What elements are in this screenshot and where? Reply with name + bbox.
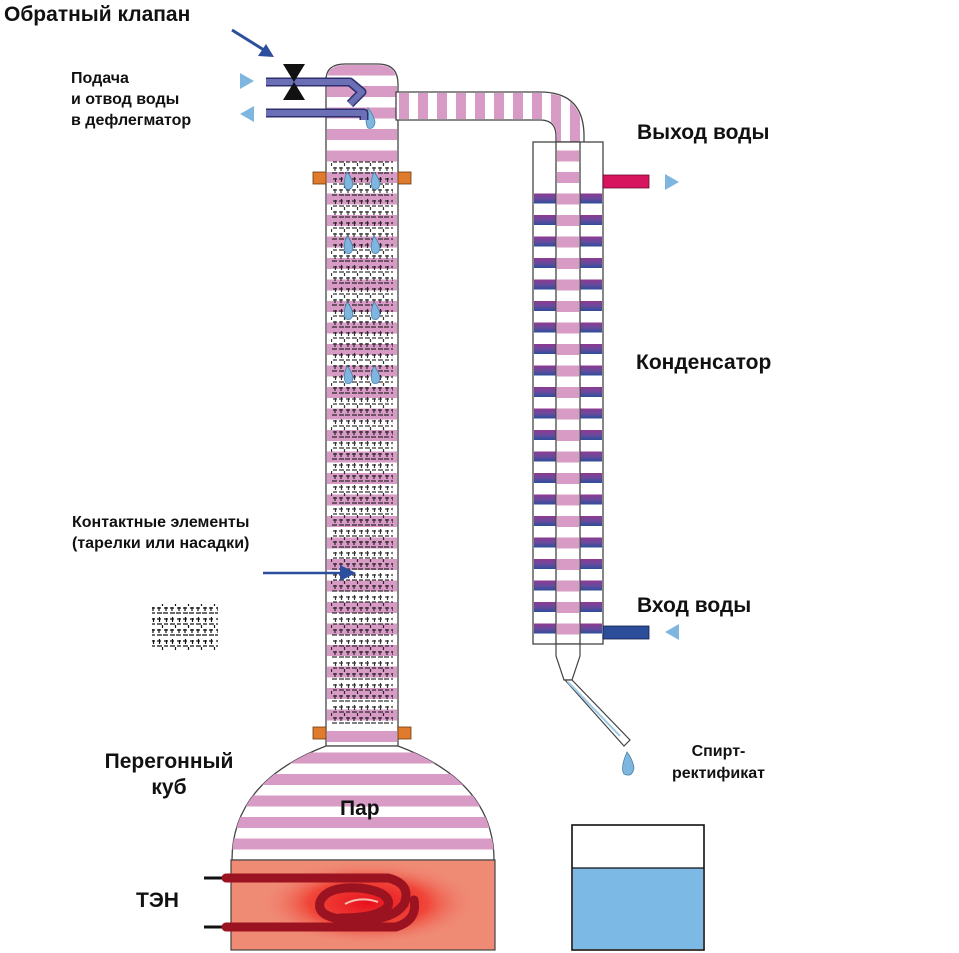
condenser-label: Конденсатор [636, 351, 772, 374]
drop-icon [343, 107, 381, 384]
receiver-jar-icon [571, 824, 705, 951]
heating-element-icon [204, 873, 420, 932]
dephlegmator-water-label: Подача и отвод воды в дефлегматор [71, 70, 192, 129]
water-in-pipe [602, 625, 650, 640]
contact-elements-packing [331, 160, 393, 724]
water-in-label: Вход воды [637, 594, 752, 617]
flow-arrow-icon [240, 106, 254, 122]
contact-elements-label: Контактные элементы (тарелки или насадки… [72, 514, 250, 552]
packing-legend-icon [152, 604, 218, 650]
check-valve-icon[interactable] [283, 64, 305, 100]
water-out-label: Выход воды [637, 121, 770, 144]
condenser [532, 141, 679, 776]
check-valve-label: Обратный клапан [4, 3, 191, 26]
product-label: Спирт- ректификат [672, 743, 765, 782]
distillation-column [312, 63, 412, 747]
flow-arrow-icon [665, 174, 679, 190]
flow-arrow-icon [240, 73, 254, 89]
drop-icon [622, 751, 635, 776]
flow-arrow-icon [665, 624, 679, 640]
dephlegmator-pipes [240, 64, 369, 122]
vapor-line [395, 91, 585, 149]
steam-label: Пар [340, 797, 380, 820]
condenser-outlet [555, 643, 581, 681]
water-out-pipe [602, 174, 650, 189]
clamp-icon [312, 171, 412, 740]
still-label: Перегонный куб [104, 750, 234, 800]
pointer-arrows [231, 28, 356, 581]
heater-label: ТЭН [136, 889, 179, 912]
